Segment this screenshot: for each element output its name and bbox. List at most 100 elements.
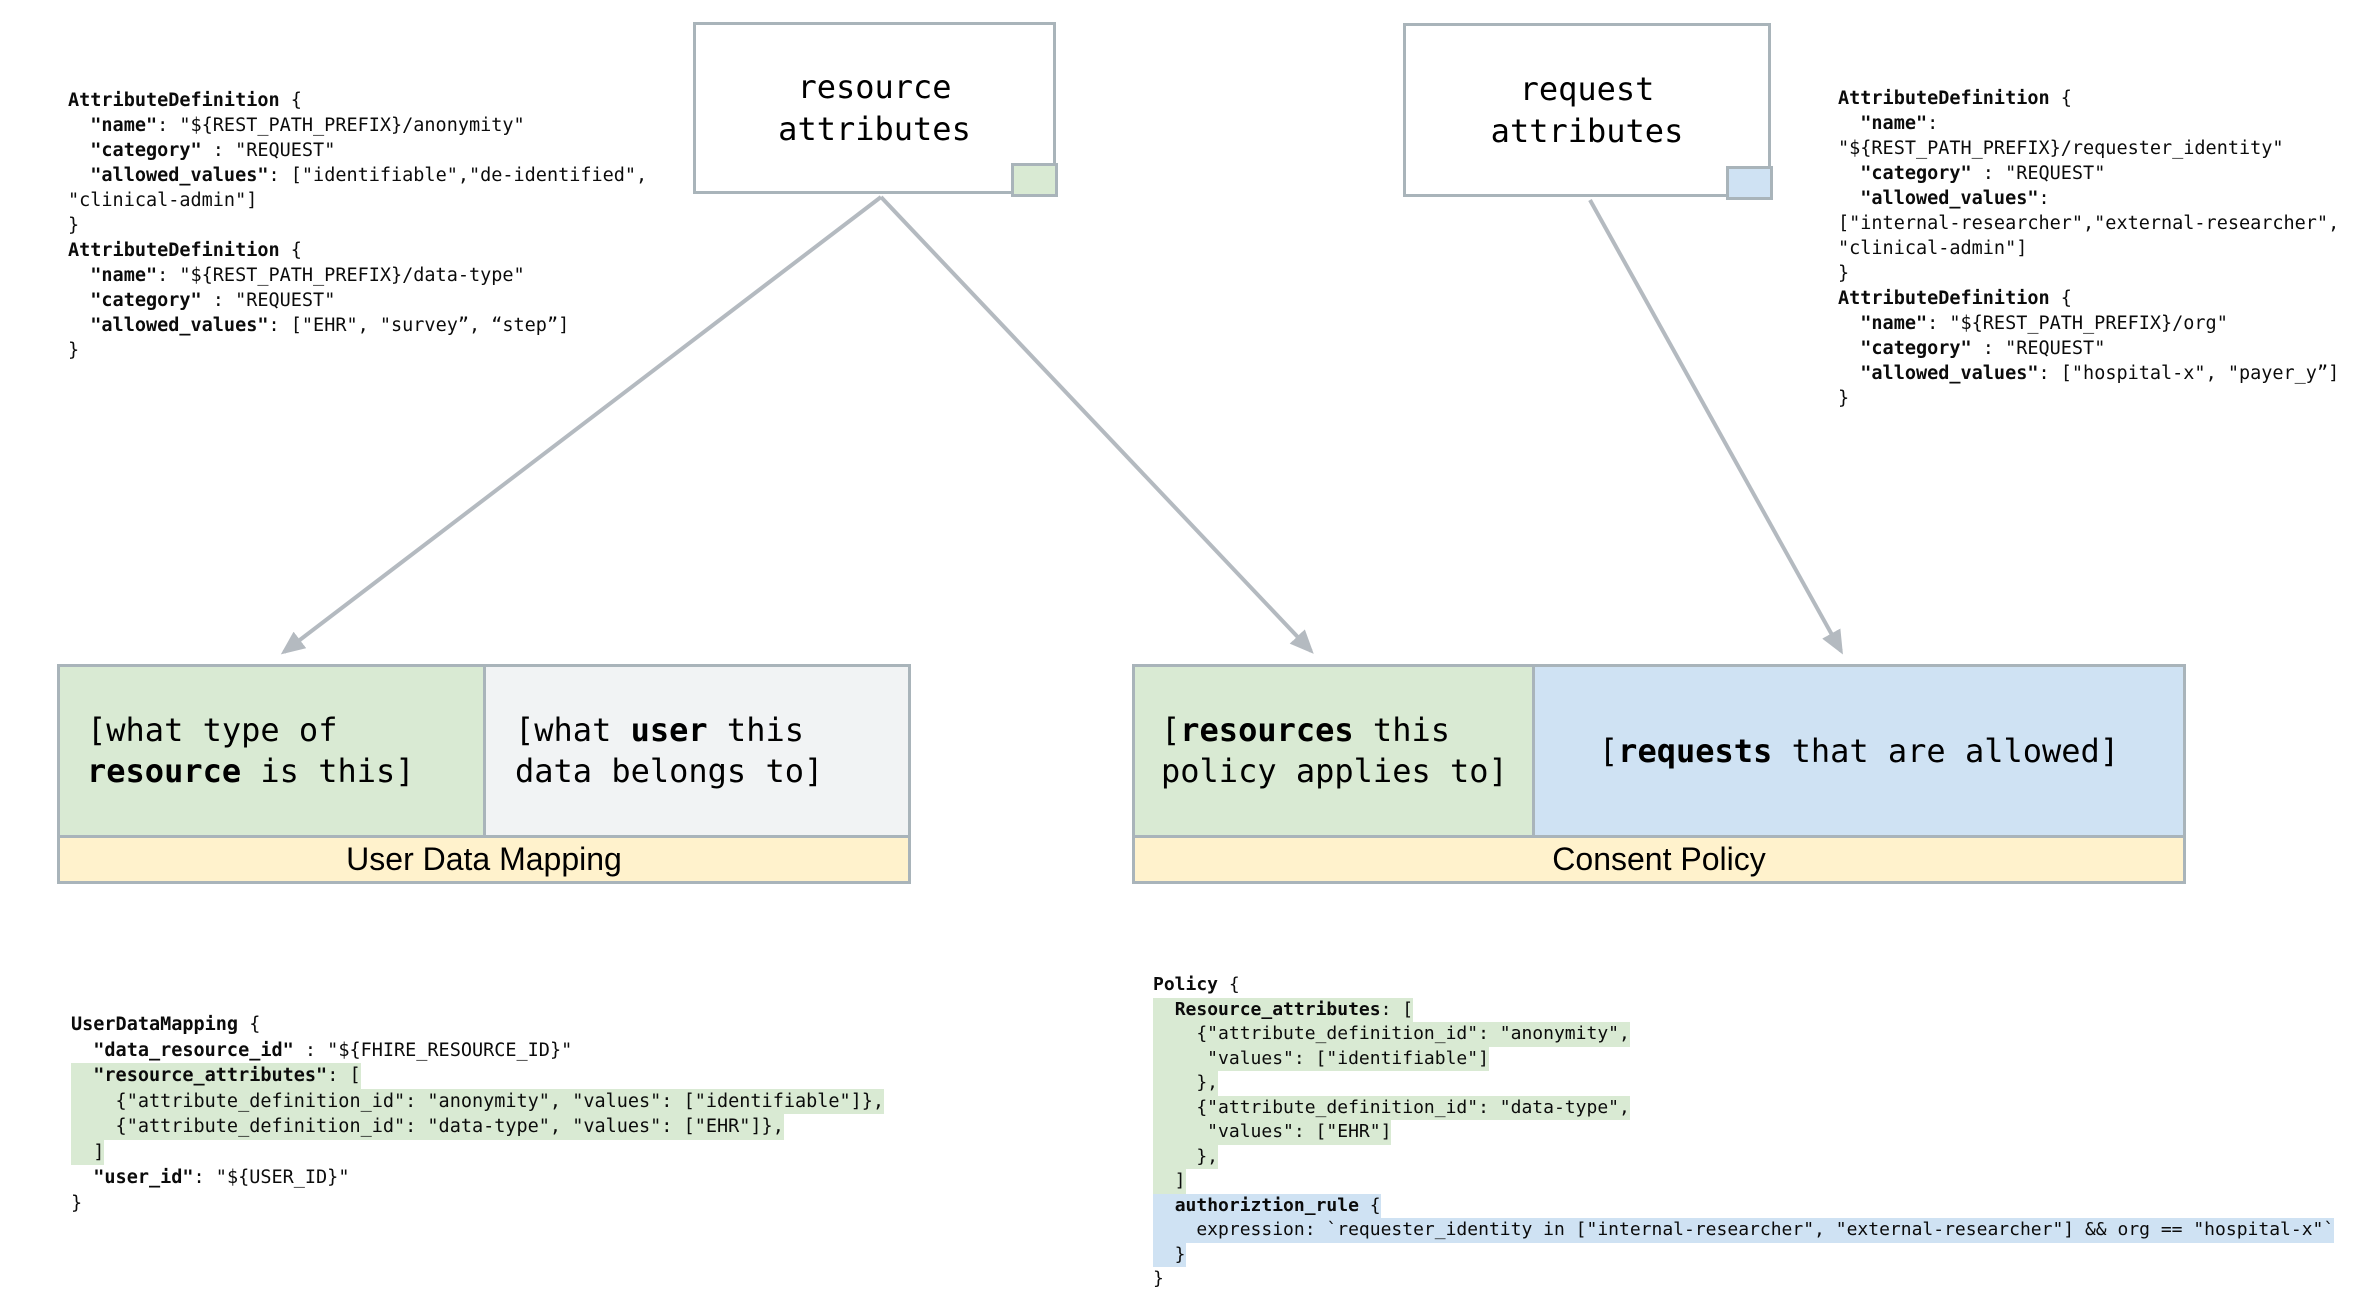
text-segment: [what xyxy=(515,711,631,749)
code-line: AttributeDefinition { xyxy=(1838,286,2339,311)
code-line: ["internal-researcher","external-researc… xyxy=(1838,211,2339,236)
code-line: AttributeDefinition { xyxy=(1838,86,2339,111)
code-line: AttributeDefinition { xyxy=(68,88,647,113)
code-line: "values": ["EHR"] xyxy=(1153,1120,2334,1145)
code-line: } xyxy=(1153,1242,2334,1267)
user-data-mapping-box: [what type of resource is this] [what us… xyxy=(57,664,911,884)
text-segment: "values": ["EHR"] xyxy=(1153,1121,1392,1142)
code-line: "name": "${REST_PATH_PREFIX}/anonymity" xyxy=(68,113,647,138)
text-segment: : [ xyxy=(327,1065,361,1086)
udm-resource-type-line: [what type of xyxy=(87,710,483,751)
code-line: UserDataMapping { xyxy=(71,1012,884,1038)
udm-user-line: data belongs to] xyxy=(515,751,908,792)
code-line: AttributeDefinition { xyxy=(68,238,647,263)
resource-attributes-box-label: resource attributes xyxy=(778,68,971,148)
text-segment: "values": ["identifiable"] xyxy=(1153,1047,1489,1069)
text-segment: ] xyxy=(1153,1170,1186,1191)
code-line: "name": "${REST_PATH_PREFIX}/data-type" xyxy=(68,263,647,288)
text-segment: "clinical-admin"] xyxy=(1838,238,2028,259)
text-segment: : [ xyxy=(1380,998,1414,1020)
text-segment: } xyxy=(71,1192,83,1214)
text-segment: authoriztion_rule xyxy=(1174,1194,1359,1216)
text-segment xyxy=(71,1065,93,1086)
consent-policy-row: [resources this policy applies to] [requ… xyxy=(1135,667,2183,835)
text-segment: "allowed_values" xyxy=(1860,188,2039,209)
code-line: authoriztion_rule { xyxy=(1153,1193,2334,1218)
text-segment: : ["identifiable","de-identified", xyxy=(268,165,648,186)
code-line: {"attribute_definition_id": "data-type", xyxy=(1153,1095,2334,1120)
text-segment: {"attribute_definition_id": "anonymity", xyxy=(1153,1023,1630,1044)
text-segment: : "${USER_ID}" xyxy=(193,1167,350,1188)
text-segment: UserDataMapping xyxy=(71,1014,239,1035)
code-line: "category" : "REQUEST" xyxy=(1838,161,2339,186)
text-segment: } xyxy=(1838,388,1850,409)
text-segment: data belongs to] xyxy=(515,752,824,790)
text-segment: "allowed_values" xyxy=(90,165,269,186)
code-line: "name": xyxy=(1838,111,2339,136)
code-line: "clinical-admin"] xyxy=(68,188,647,213)
code-line: } xyxy=(68,213,647,238)
text-segment: } xyxy=(68,340,80,361)
text-segment: policy applies to] xyxy=(1161,752,1508,790)
text-segment: "clinical-admin"] xyxy=(68,190,258,211)
code-line: "name": "${REST_PATH_PREFIX}/org" xyxy=(1838,311,2339,336)
code-line: ] xyxy=(1153,1169,2334,1194)
text-segment: : "${REST_PATH_PREFIX}/org" xyxy=(1927,313,2228,334)
consent-policy-caption: Consent Policy xyxy=(1135,835,2183,881)
code-line: "category" : "REQUEST" xyxy=(68,138,647,163)
text-segment: : "REQUEST" xyxy=(201,140,336,161)
user-data-mapping-row: [what type of resource is this] [what us… xyxy=(60,667,908,835)
consent-policy-box: [resources this policy applies to] [requ… xyxy=(1132,664,2186,884)
text-segment: "${REST_PATH_PREFIX}/requester_identity" xyxy=(1838,138,2284,159)
code-line: }, xyxy=(1153,1071,2334,1096)
text-segment: requests xyxy=(1618,731,1773,770)
text-segment: Resource_attributes xyxy=(1174,998,1381,1020)
text-segment: "resource_attributes" xyxy=(93,1065,328,1086)
text-segment: : "REQUEST" xyxy=(1971,163,2106,184)
code-line: "data_resource_id" : "${FHIRE_RESOURCE_I… xyxy=(71,1038,884,1064)
text-segment: "data_resource_id" xyxy=(93,1039,294,1061)
text-segment: is this] xyxy=(241,752,415,790)
policy-code: Policy { Resource_attributes: [ {"attrib… xyxy=(1153,973,2335,1292)
text-segment: ["internal-researcher","external-researc… xyxy=(1838,213,2340,234)
code-line: "allowed_values": xyxy=(1838,186,2339,211)
text-segment: this xyxy=(1353,711,1450,749)
attribute-definition-code-left: AttributeDefinition { "name": "${REST_PA… xyxy=(68,88,647,363)
text-segment: AttributeDefinition xyxy=(1838,288,2050,309)
text-segment: "name" xyxy=(90,115,158,136)
code-line: "allowed_values": ["identifiable","de-id… xyxy=(68,163,647,188)
arrow-request-to-consent-policy xyxy=(1588,199,1843,655)
consent-resources-cell: [resources this policy applies to] xyxy=(1135,667,1535,835)
text-segment: { xyxy=(279,240,302,261)
udm-resource-type-line: resource is this] xyxy=(87,751,483,792)
code-line: "category" : "REQUEST" xyxy=(68,288,647,313)
text-segment xyxy=(1153,999,1175,1020)
consent-requests-cell: [requests that are allowed] xyxy=(1535,667,2183,835)
text-segment: that are allowed] xyxy=(1772,731,2120,770)
text-segment: [ xyxy=(1598,731,1619,770)
consent-requests-line: [requests that are allowed] xyxy=(1599,731,2119,772)
text-segment: : "REQUEST" xyxy=(1971,338,2106,359)
request-attributes-box-label: request attributes xyxy=(1490,70,1684,150)
text-segment: AttributeDefinition xyxy=(1838,88,2050,109)
text-segment: : xyxy=(1927,113,1939,134)
text-segment: ] xyxy=(71,1141,105,1163)
text-segment: } xyxy=(1153,1243,1186,1265)
code-line: expression: `requester_identity in ["int… xyxy=(1153,1218,2335,1243)
text-segment: "allowed_values" xyxy=(90,315,269,336)
udm-resource-type-cell: [what type of resource is this] xyxy=(60,667,486,835)
text-segment: } xyxy=(1153,1268,1164,1289)
resource-green-swatch-icon xyxy=(1011,163,1058,197)
request-blue-swatch-icon xyxy=(1726,166,1773,200)
arrow-resource-to-user-data-mapping xyxy=(280,195,883,655)
text-segment xyxy=(1153,1195,1175,1216)
text-segment: : "${REST_PATH_PREFIX}/data-type" xyxy=(157,265,525,286)
attribute-definition-code-right: AttributeDefinition { "name":"${REST_PAT… xyxy=(1838,86,2339,411)
text-segment: { xyxy=(279,90,302,111)
text-segment: { xyxy=(1218,974,1240,995)
code-line: "user_id": "${USER_ID}" xyxy=(71,1165,884,1191)
text-segment: resource xyxy=(87,752,242,790)
code-line: {"attribute_definition_id": "anonymity", xyxy=(1153,1022,2334,1047)
text-segment xyxy=(71,1040,93,1061)
udm-user-line: [what user this xyxy=(515,710,908,751)
